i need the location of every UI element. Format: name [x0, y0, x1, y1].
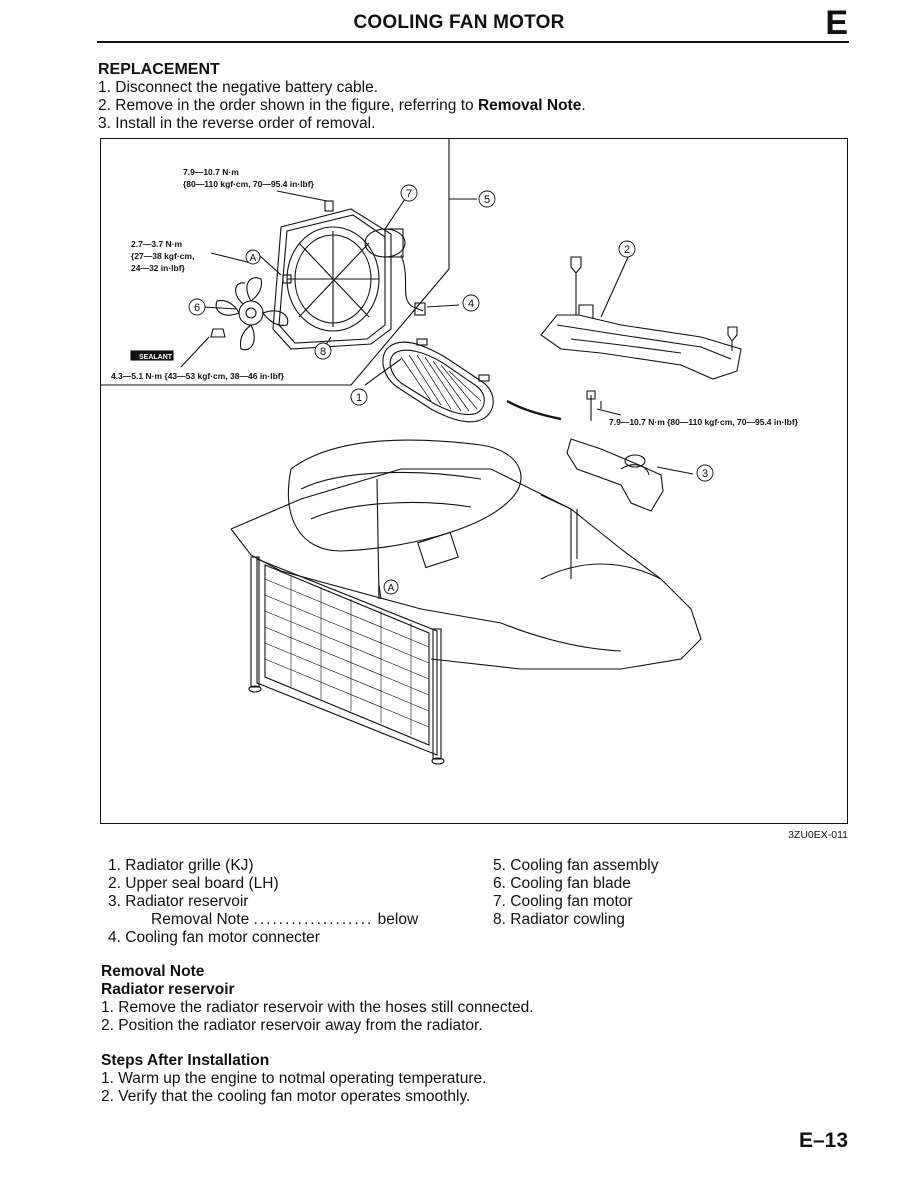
figure-code: 3ZU0EX-011 [788, 829, 848, 841]
step-number: 1. [98, 79, 111, 96]
upper-seal-board [540, 314, 742, 380]
torque-1-line2: {80—110 kgf·cm, 70—95.4 in·lbf} [183, 179, 315, 189]
legend-item: 5. Cooling fan assembly [493, 857, 659, 874]
callout-7: 7 [400, 184, 418, 202]
removal-step-1: 1. Remove the radiator reservoir with th… [101, 999, 534, 1016]
sealant-badge [130, 350, 174, 361]
torque-2-line1: 2.7—3.7 N·m [131, 239, 182, 249]
torque-2-line3: 24—32 in·lbf} [131, 263, 186, 273]
svg-text:3: 3 [702, 468, 708, 480]
step-text-tail: . [581, 97, 586, 114]
after-step-2: 2. Verify that the cooling fan motor ope… [101, 1088, 471, 1105]
svg-text:8: 8 [320, 346, 326, 358]
svg-text:1: 1 [356, 392, 362, 404]
bolt-top [324, 200, 334, 212]
callout-a-lower: A [383, 579, 399, 595]
step-text: Remove in the order shown in the figure,… [115, 97, 478, 114]
exploded-view-figure: 1 2 3 4 5 6 7 8 A A 7.9—10.7 N·m {80—110… [100, 138, 848, 824]
steps-after-heading: Steps After Installation [101, 1052, 270, 1069]
fan-shroud [272, 208, 392, 350]
inset-border [101, 139, 450, 386]
legend-right: 5. Cooling fan assembly 6. Cooling fan b… [493, 857, 658, 929]
svg-text:7: 7 [406, 188, 412, 200]
torque-3: 4.3—5.1 N·m {43—53 kgf·cm, 38—46 in·lbf} [111, 371, 285, 381]
svg-text:4: 4 [468, 298, 474, 310]
svg-text:6: 6 [194, 302, 200, 314]
legend-item: 2. Upper seal board (LH) [108, 875, 279, 892]
callout-2: 2 [618, 240, 636, 258]
step-number: 2. [98, 97, 111, 114]
callout-8: 8 [314, 342, 332, 360]
replacement-heading: REPLACEMENT [98, 61, 220, 78]
callout-a-upper: A [245, 249, 261, 265]
fan-hub [238, 300, 264, 326]
figure-drawing: 1 2 3 4 5 6 7 8 A A 7.9—10.7 N·m {80—110… [101, 139, 799, 765]
step-text: Install in the reverse order of removal. [115, 115, 376, 132]
svg-text:2: 2 [624, 244, 630, 256]
removal-note-heading: Removal Note [101, 963, 205, 980]
radiator-reservoir [566, 438, 664, 512]
radiator-core [256, 558, 438, 756]
legend-item: 7. Cooling fan motor [493, 893, 633, 910]
sealant-label: SEALANT [139, 354, 173, 361]
callout-1: 1 [350, 388, 368, 406]
torque-2-line2: {27—38 kgf·cm, [131, 251, 194, 261]
torque-1-line1: 7.9—10.7 N·m [183, 167, 239, 177]
svg-text:A: A [388, 583, 395, 594]
engine-block [287, 439, 522, 552]
legend-item: 4. Cooling fan motor connecter [108, 929, 320, 946]
page-number: E–13 [798, 1129, 848, 1152]
engine-bay [230, 468, 702, 670]
legend-item: 3. Radiator reservoir [108, 893, 249, 910]
legend-item-removal-ref: Removal Note ................... below [151, 911, 419, 928]
header-rule [97, 41, 849, 43]
after-step-1: 1. Warm up the engine to notmal operatin… [101, 1070, 487, 1087]
replacement-step-3: 3. Install in the reverse order of remov… [98, 115, 375, 133]
callout-4: 4 [462, 294, 480, 312]
replacement-step-2: 2. Remove in the order shown in the figu… [98, 97, 586, 115]
svg-text:5: 5 [484, 194, 490, 206]
svg-text:A: A [250, 253, 257, 264]
callout-5: 5 [478, 190, 496, 208]
radiator-grille [382, 341, 494, 423]
legend-item: 8. Radiator cowling [493, 911, 625, 928]
step-text: Disconnect the negative battery cable. [115, 79, 379, 96]
reservoir-hose [506, 400, 562, 421]
step-number: 3. [98, 115, 111, 132]
torque-4: 7.9—10.7 N·m {80—110 kgf·cm, 70—95.4 in·… [609, 417, 799, 427]
callout-3: 3 [696, 464, 714, 482]
page-title: COOLING FAN MOTOR [353, 12, 565, 33]
removal-note-ref: Removal Note [477, 97, 582, 114]
legend-left: 1. Radiator grille (KJ) 2. Upper seal bo… [108, 857, 418, 947]
replacement-step-1: 1. Disconnect the negative battery cable… [98, 79, 378, 97]
legend-item: 1. Radiator grille (KJ) [108, 857, 254, 874]
callout-6: 6 [188, 298, 206, 316]
removal-note-subheading: Radiator reservoir [101, 981, 235, 998]
removal-step-2: 2. Position the radiator reservoir away … [101, 1017, 483, 1034]
legend-item: 6. Cooling fan blade [493, 875, 631, 892]
section-letter: E [825, 4, 848, 42]
